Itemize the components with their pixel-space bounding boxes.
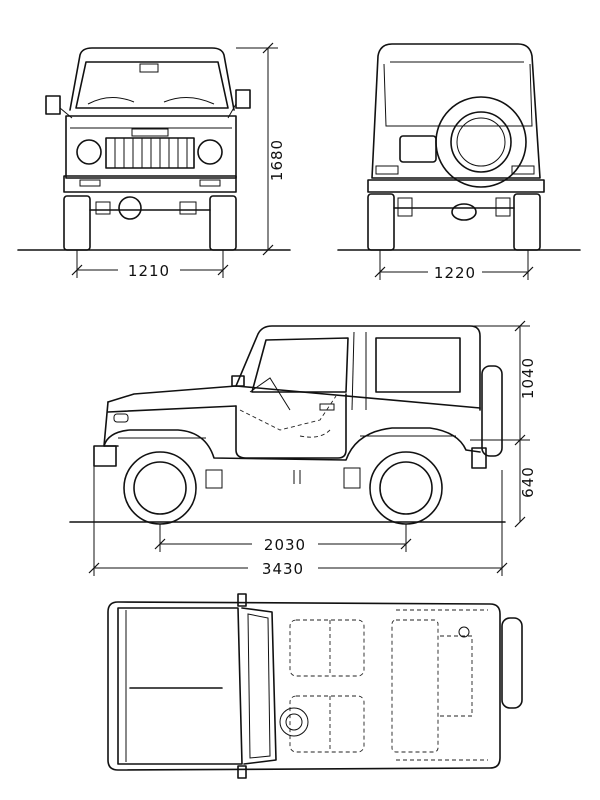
top-right-mirror <box>237 765 247 779</box>
rear-right-wheel <box>513 193 541 251</box>
rear-license-plate <box>399 135 437 163</box>
rear-body <box>371 43 541 179</box>
side-marker-light <box>113 413 129 423</box>
front-bumper <box>63 175 237 193</box>
front-roof <box>69 47 235 111</box>
top-windshield <box>241 607 277 765</box>
side-door <box>235 393 347 459</box>
wheelbase-label: 2030 <box>264 536 306 554</box>
top-outline <box>107 601 501 771</box>
top-view <box>107 593 523 779</box>
fender-line <box>103 427 481 461</box>
side-view: 1040 640 2030 3430 <box>69 320 537 578</box>
side-front-rim <box>133 461 187 515</box>
overall-height-label: 1680 <box>268 139 286 181</box>
overall-length-label: 3430 <box>262 560 304 578</box>
rear-bumper <box>367 179 545 193</box>
top-left-mirror <box>237 593 247 607</box>
side-rear-rim <box>379 461 433 515</box>
front-badge <box>131 128 169 137</box>
front-view: 1680 1210 <box>17 42 291 280</box>
top-hood <box>117 607 243 765</box>
steering-wheel-hint <box>249 377 291 411</box>
roof-height-label: 1040 <box>519 357 537 399</box>
soft-top-roof <box>235 325 481 411</box>
side-door-window <box>251 337 349 393</box>
right-side-mirror <box>235 89 251 109</box>
top-spare-tire <box>501 617 523 709</box>
rear-view: 1220 <box>337 43 581 282</box>
front-fascia <box>103 401 119 447</box>
front-windshield <box>75 61 229 109</box>
top-steering-wheel <box>279 707 309 737</box>
side-mirror <box>231 375 245 387</box>
front-left-wheel <box>63 195 91 251</box>
front-right-wheel <box>209 195 237 251</box>
rear-spare-tire <box>435 96 527 188</box>
rear-bench <box>391 619 439 753</box>
rear-differential <box>451 203 477 221</box>
body-beltline <box>107 385 481 409</box>
side-spare-tire <box>481 365 503 457</box>
front-right-seat <box>289 695 365 753</box>
left-side-mirror <box>45 95 61 115</box>
side-front-bumper <box>93 445 117 467</box>
right-headlight <box>197 139 223 165</box>
wiper-blades <box>87 97 215 105</box>
spare-tire-rim <box>450 111 512 173</box>
rear-cargo-area <box>440 635 473 717</box>
rear-track-label: 1220 <box>434 264 476 282</box>
left-headlight <box>76 139 102 165</box>
rear-left-wheel <box>367 193 395 251</box>
rear-view-mirror <box>139 63 159 73</box>
front-track-label: 1210 <box>128 262 170 280</box>
side-rear-window <box>375 337 461 393</box>
front-left-seat <box>289 619 365 677</box>
side-rear-bumper <box>471 447 487 469</box>
lower-height-label: 640 <box>519 466 537 498</box>
front-differential <box>118 196 142 220</box>
front-grille <box>105 137 195 169</box>
